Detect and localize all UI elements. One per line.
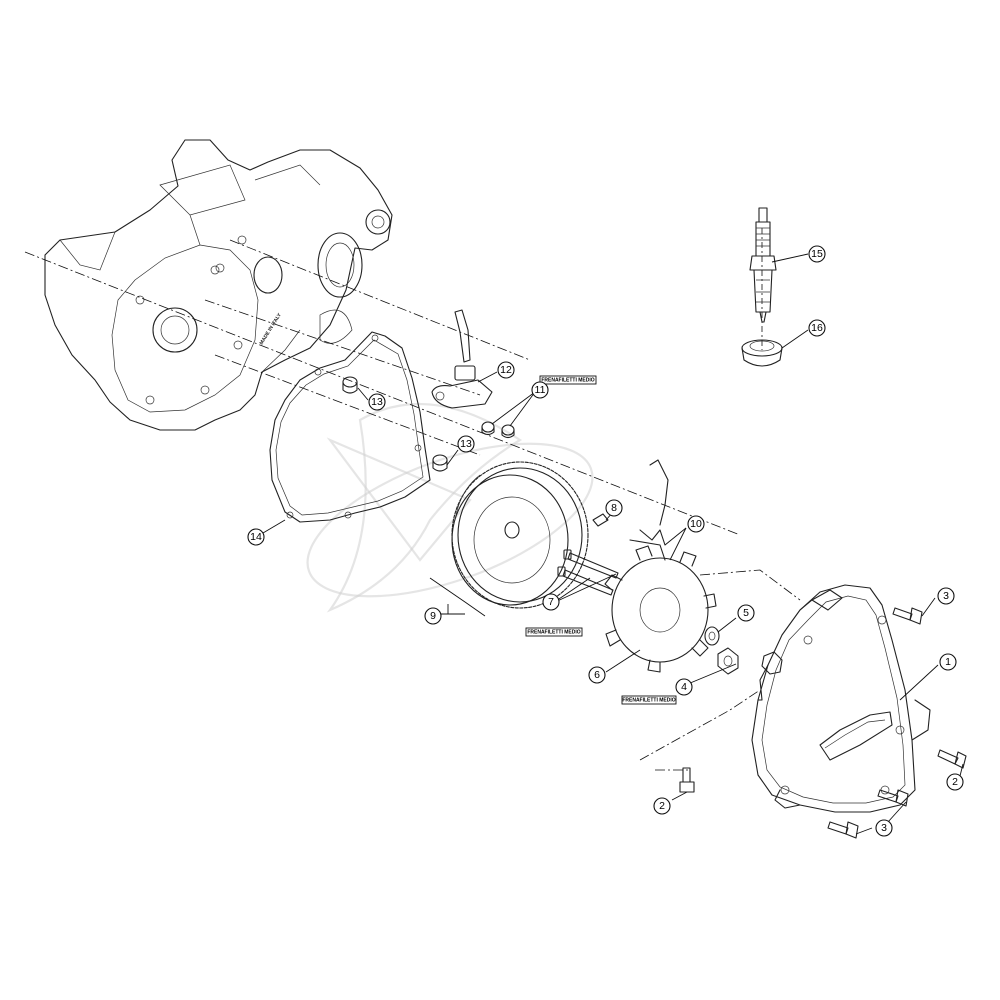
threadlocker-note-nut-text: FRENAFILETTI MEDIO (622, 698, 675, 704)
callout-9: 9 (424, 607, 442, 625)
callout-10-label: 10 (690, 518, 702, 530)
callout-2a: 2 (653, 797, 671, 815)
threadlocker-note-stator-text: FRENAFILETTI MEDIO (527, 630, 580, 636)
callout-1: 1 (939, 653, 957, 671)
callout-15-label: 15 (811, 248, 823, 260)
callout-8-label: 8 (611, 502, 617, 514)
stator (604, 459, 717, 673)
callout-5: 5 (737, 604, 755, 622)
callout-14-label: 14 (250, 531, 262, 543)
crankcase-marking: MADE IN ITALY (259, 312, 284, 346)
threadlocker-note-nut: FRENAFILETTI MEDIO (621, 695, 677, 705)
washer (704, 626, 720, 646)
ignition-cover (751, 584, 931, 813)
flywheel-nut (717, 647, 739, 675)
callout-11-label: 11 (535, 384, 546, 396)
callout-12-label: 12 (500, 364, 512, 376)
callout-6-label: 6 (594, 669, 600, 681)
callout-9-label: 9 (430, 610, 436, 622)
threadlocker-note-sensor: FRENAFILETTI MEDIO (539, 375, 597, 385)
pickup-sensor (431, 309, 493, 409)
callout-3a-label: 3 (943, 590, 949, 602)
callout-16-label: 16 (811, 322, 823, 334)
cover-bolts (679, 607, 967, 839)
callout-2a-label: 2 (659, 800, 665, 812)
callout-7: 7 (542, 593, 560, 611)
callout-12: 12 (497, 361, 515, 379)
dowel-bushing-lower (432, 454, 448, 472)
dowel-bushing-upper (342, 376, 358, 394)
callout-11: 11 (531, 381, 549, 399)
assembly-axis-lines (24, 228, 763, 536)
callout-4: 4 (675, 678, 693, 696)
callout-10: 10 (687, 515, 705, 533)
watermark-logo (306, 402, 594, 613)
callout-3b-label: 3 (881, 822, 887, 834)
sensor-screws (481, 421, 515, 439)
callout-13a-label: 13 (371, 396, 383, 408)
callout-6: 6 (588, 666, 606, 684)
flywheel-ring-gear (451, 461, 589, 609)
callout-7-label: 7 (548, 596, 554, 608)
callout-15: 15 (808, 245, 826, 263)
callout-8: 8 (605, 499, 623, 517)
callout-1-label: 1 (945, 656, 951, 668)
callout-3b: 3 (875, 819, 893, 837)
stator-bolts (557, 549, 619, 596)
callout-13a: 13 (368, 393, 386, 411)
threadlocker-note-sensor-text: FRENAFILETTI MEDIO (541, 378, 594, 384)
leader-lines (262, 253, 964, 835)
woodruff-key (592, 513, 609, 527)
callout-2b: 2 (946, 773, 964, 791)
callout-13b: 13 (457, 435, 475, 453)
callout-16: 16 (808, 319, 826, 337)
threadlocker-note-stator: FRENAFILETTI MEDIO (525, 627, 583, 637)
callout-3a: 3 (937, 587, 955, 605)
spark-plug (749, 207, 777, 323)
cover-gasket (269, 331, 431, 523)
callout-4-label: 4 (681, 681, 687, 693)
callout-5-label: 5 (743, 607, 749, 619)
callout-13b-label: 13 (460, 438, 472, 450)
callout-14: 14 (247, 528, 265, 546)
callout-2b-label: 2 (952, 776, 958, 788)
crankcase: MADE IN ITALY (44, 139, 393, 431)
